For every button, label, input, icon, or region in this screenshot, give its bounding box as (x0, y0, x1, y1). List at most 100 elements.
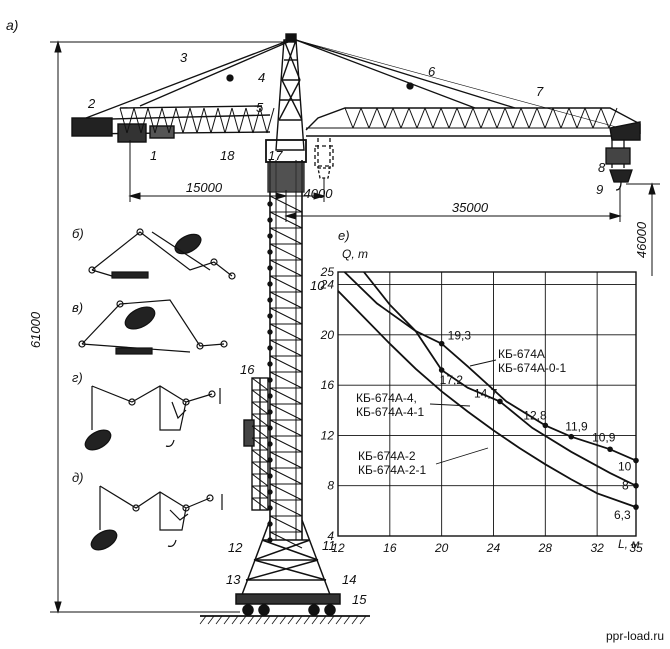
tower-node (267, 249, 273, 255)
data-label: 19,3 (448, 329, 472, 343)
ground-hatch-stroke (335, 615, 343, 625)
jib-brace (520, 107, 530, 129)
jib-brace (584, 107, 594, 129)
cage-brace (251, 497, 269, 511)
counter-jib-dimension: 15000 (186, 180, 223, 195)
counter-jib-brace (238, 107, 247, 134)
jib-brace (440, 107, 450, 129)
series-label-a-2: КБ-674А-0-1 (498, 361, 567, 375)
counter-jib-brace (119, 107, 128, 134)
cage-brace (251, 473, 269, 487)
reeving-scheme-d (90, 485, 223, 551)
tower-brace (269, 339, 303, 357)
data-point (568, 433, 575, 440)
ground-hatch-stroke (327, 615, 335, 625)
part-number: 15 (352, 592, 367, 607)
tower-brace (269, 355, 303, 373)
counter-jib-brace (259, 107, 268, 134)
counter-jib-brace (217, 107, 226, 134)
part-number: 14 (342, 572, 356, 587)
watermark: ppr-load.ru (606, 629, 664, 643)
y-tick-label: 12 (321, 428, 335, 442)
part-number: 12 (228, 540, 243, 555)
series-legend-labels: КБ-674А КБ-674А-0-1 КБ-674А-4, КБ-674А-4… (356, 347, 567, 477)
part-number: 16 (240, 362, 255, 377)
counter-jib-brace (189, 107, 198, 134)
series-label-a-1: КБ-674А (498, 347, 545, 361)
data-label: 6,3 (614, 508, 631, 522)
counter-jib-brace (140, 107, 149, 134)
cage-brace (251, 413, 269, 427)
cage-brace (251, 461, 269, 475)
reeving-scheme-v (78, 299, 228, 355)
plot-frame (337, 271, 637, 537)
jib-brace (368, 107, 378, 129)
tower-node (267, 329, 273, 335)
x-tick-label: 28 (538, 541, 553, 555)
jib-brace (560, 107, 570, 129)
series-label-c-2: КБ-674А-2-1 (358, 463, 427, 477)
jib-brace (512, 107, 522, 129)
climbing-cage (243, 377, 269, 511)
ground-hatch-stroke (199, 615, 207, 625)
data-point (633, 457, 639, 464)
cage-brace (251, 377, 269, 391)
counter-jib-brace (182, 107, 191, 134)
series-line-2 (337, 290, 637, 508)
jib-brace (504, 107, 514, 129)
reeving-scheme-g (84, 385, 221, 451)
cage-brace (251, 437, 269, 451)
part-number: 1 (150, 148, 157, 163)
panel-label-b: б) (72, 226, 84, 241)
part-number: 6 (428, 64, 436, 79)
y-tick-label: 4 (327, 529, 334, 543)
jib-brace (448, 107, 458, 129)
y-tick-label: 16 (321, 378, 335, 392)
counter-jib-brace (126, 107, 135, 134)
tower-brace (269, 275, 303, 293)
tower-node (267, 265, 273, 271)
ground-hatch-stroke (271, 615, 279, 625)
tower-brace (269, 515, 303, 533)
counter-jib-brace (154, 107, 163, 134)
ground-hatch-stroke (255, 615, 263, 625)
data-point (607, 446, 613, 453)
part-number: 3 (180, 50, 188, 65)
ground-hatch-stroke (231, 615, 239, 625)
stays (85, 39, 621, 129)
jib-brace (456, 107, 466, 129)
ground-hatch-stroke (343, 615, 351, 625)
ground-hatch-stroke (303, 615, 311, 625)
part-number: 2 (87, 96, 96, 111)
x-tick-label: 32 (590, 541, 604, 555)
jib-brace (544, 107, 554, 129)
ground-hatch-stroke (207, 615, 215, 625)
jib-brace (536, 107, 546, 129)
tower-node (267, 345, 273, 351)
cage-brace (251, 425, 269, 439)
jib-brace (568, 107, 578, 129)
part-number: 18 (220, 148, 235, 163)
part-number: 7 (536, 84, 544, 99)
data-point (497, 398, 503, 405)
ground-hatch (199, 615, 367, 625)
x-tick-label: 12 (331, 541, 345, 555)
data-point (438, 340, 445, 347)
tower-node (267, 201, 273, 207)
data-label: 10 (618, 460, 632, 474)
counter-jib-brace (175, 107, 184, 134)
part-number: 5 (256, 100, 264, 115)
counter-jib-brace (161, 107, 170, 134)
tower-brace (269, 419, 303, 437)
series-line-1 (363, 271, 637, 487)
tower-lattice (267, 195, 303, 549)
jib-brace (552, 107, 562, 129)
jib-brace (576, 107, 586, 129)
part-number: 17 (268, 148, 283, 163)
tower-node (267, 297, 273, 303)
panel-label-g: г) (72, 370, 83, 385)
jib-brace (352, 107, 362, 129)
